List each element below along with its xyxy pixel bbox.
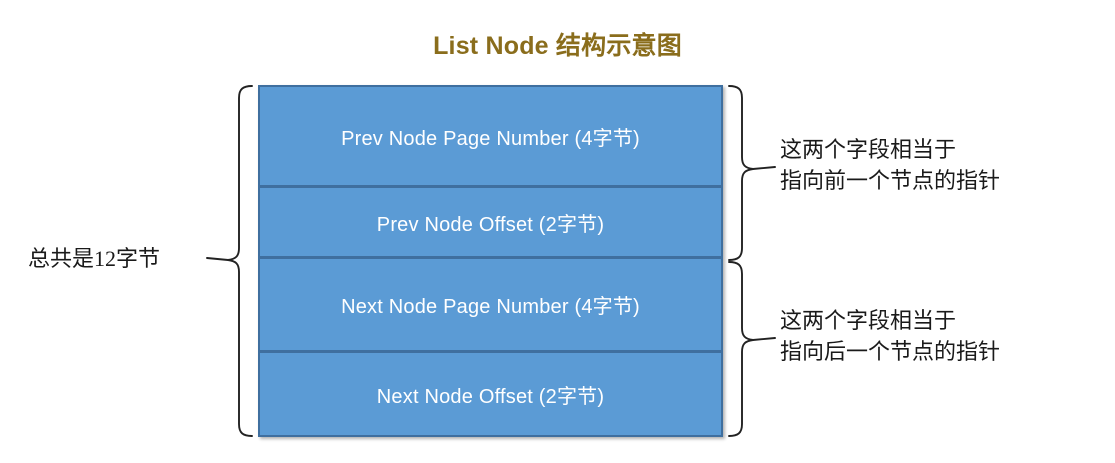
prev-pointer-annotation: 这两个字段相当于 指向前一个节点的指针 xyxy=(780,134,1000,196)
next-pointer-brace-tip-icon xyxy=(752,337,776,341)
next-pointer-brace-icon xyxy=(728,261,754,437)
struct-field-prev-node-offset: Prev Node Offset (2字节) xyxy=(260,188,721,259)
struct-field-next-node-offset: Next Node Offset (2字节) xyxy=(260,353,721,435)
prev-pointer-brace-tip-icon xyxy=(752,166,776,170)
next-pointer-annotation-line-1: 这两个字段相当于 xyxy=(780,308,957,333)
struct-field-next-node-page-number: Next Node Page Number (4字节) xyxy=(260,259,721,353)
next-pointer-annotation-line-2: 指向后一个节点的指针 xyxy=(780,339,1001,365)
page-title: List Node 结构示意图 xyxy=(433,32,682,60)
next-pointer-annotation: 这两个字段相当于 指向后一个节点的指针 xyxy=(780,305,1000,367)
prev-pointer-annotation-line-1: 这两个字段相当于 xyxy=(780,137,957,162)
prev-pointer-brace-icon xyxy=(728,85,754,261)
total-size-brace-icon xyxy=(227,85,253,437)
struct-field-prev-node-page-number: Prev Node Page Number (4字节) xyxy=(260,87,721,188)
total-size-label: 总共是12字节 xyxy=(28,246,161,271)
total-size-brace-tip-icon xyxy=(206,257,229,261)
prev-pointer-annotation-line-2: 指向前一个节点的指针 xyxy=(780,168,1001,194)
list-node-struct-diagram: Prev Node Page Number (4字节) Prev Node Of… xyxy=(258,85,723,437)
